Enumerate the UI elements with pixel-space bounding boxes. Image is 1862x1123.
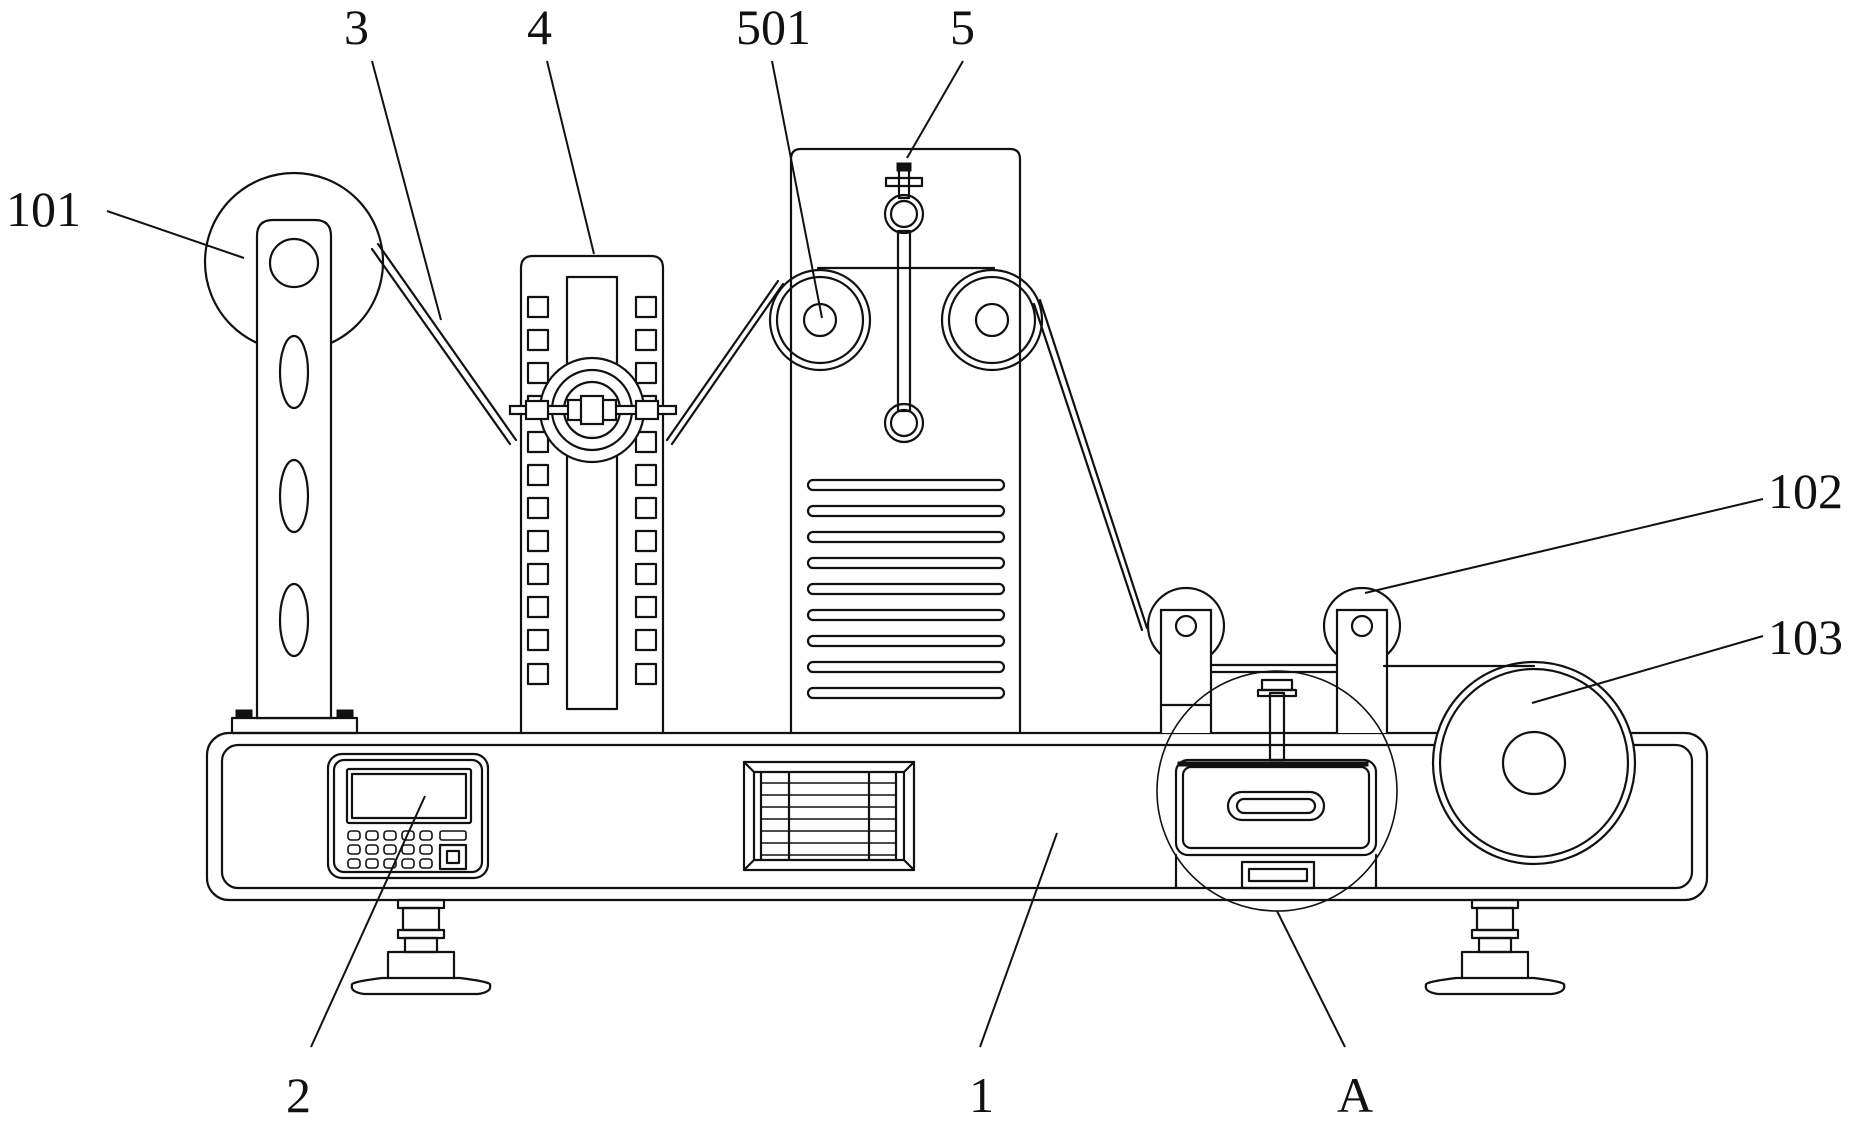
control-panel xyxy=(326,752,490,880)
label-2: 2 xyxy=(286,1067,311,1123)
label-103: 103 xyxy=(1768,609,1843,665)
base-frame xyxy=(205,731,1709,902)
left-foot xyxy=(350,898,492,996)
tension-column xyxy=(508,254,678,735)
adjusting-rod xyxy=(883,162,925,444)
label-3: 3 xyxy=(344,0,369,55)
leader-4 xyxy=(546,60,595,255)
leader-A xyxy=(1276,910,1346,1048)
vent-grille xyxy=(742,760,916,872)
label-102: 102 xyxy=(1768,463,1843,519)
keypad xyxy=(347,830,468,871)
leader-2 xyxy=(310,795,426,1048)
label-101: 101 xyxy=(6,181,81,237)
unwind-stand xyxy=(203,171,385,735)
label-4: 4 xyxy=(527,0,552,55)
guide-roller-501 xyxy=(768,268,872,372)
material-strip xyxy=(370,242,1536,668)
processing-housing xyxy=(768,147,1044,735)
right-foot xyxy=(1424,898,1566,996)
guide-roller-right xyxy=(940,268,1044,372)
leader-501 xyxy=(771,60,823,319)
leader-5 xyxy=(906,60,964,159)
leader-102 xyxy=(1364,498,1764,594)
reference-labels: 101 3 4 501 5 102 103 2 1 A xyxy=(6,0,1843,1123)
leader-1 xyxy=(979,832,1058,1048)
label-5: 5 xyxy=(950,0,975,55)
housing-vent-slots xyxy=(806,478,1006,700)
leader-103 xyxy=(1531,635,1764,704)
guide-post-left xyxy=(1146,586,1226,733)
leader-3 xyxy=(371,60,442,321)
winding-reel xyxy=(1431,660,1637,866)
label-1: 1 xyxy=(969,1067,994,1123)
guide-post-right xyxy=(1322,586,1402,733)
leader-lines xyxy=(106,60,1764,1048)
label-A: A xyxy=(1337,1067,1373,1123)
tension-roller xyxy=(508,356,678,464)
leader-101 xyxy=(106,210,245,259)
label-501: 501 xyxy=(736,0,811,55)
